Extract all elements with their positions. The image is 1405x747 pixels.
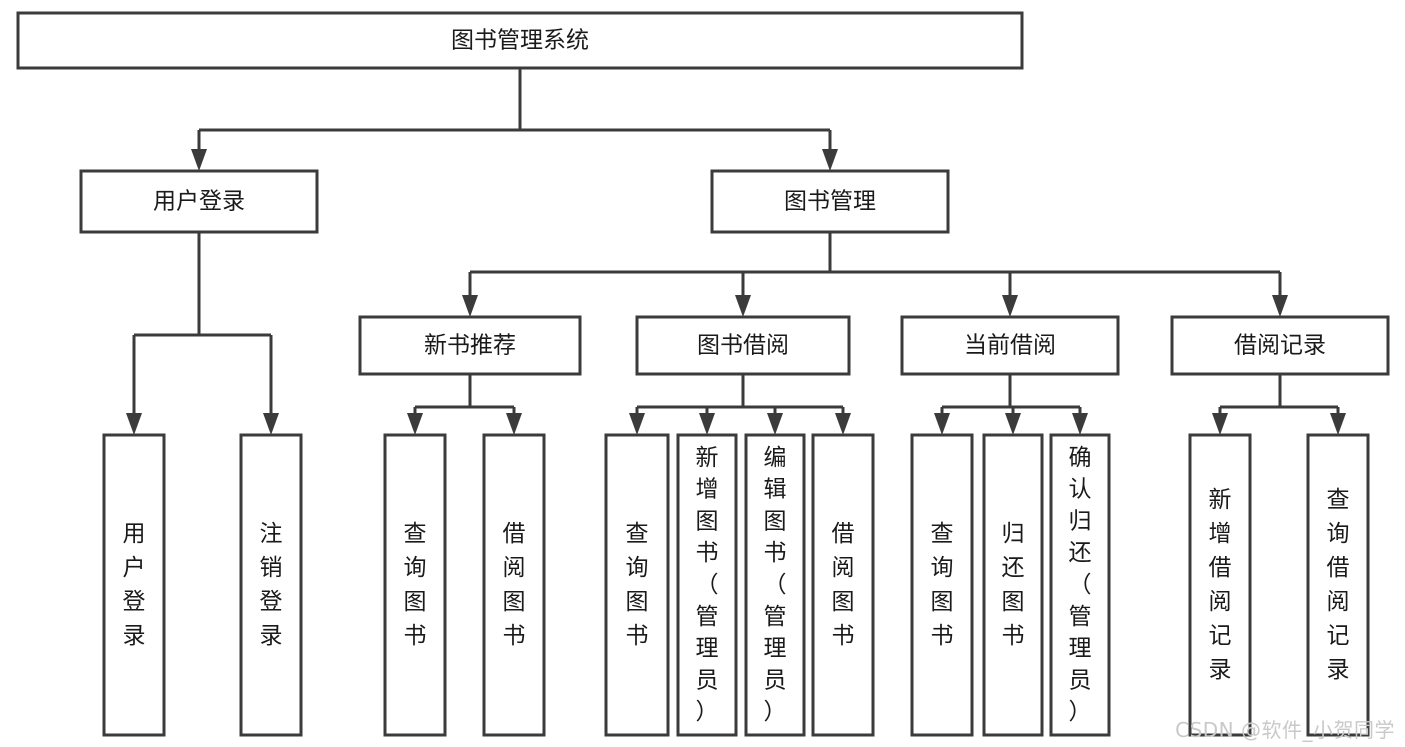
node-box[interactable] — [710, 169, 950, 234]
node-layer: 图书管理系统用户登录图书管理新书推荐图书借阅当前借阅借阅记录用户登录注销登录查询… — [16, 11, 1390, 737]
arrow-head-icon — [767, 413, 783, 435]
node-label: 编辑图书（管理员） — [764, 445, 787, 725]
connector-layer — [126, 68, 1346, 435]
node-login[interactable]: 用户登录 — [79, 169, 319, 234]
node-label: 新书推荐 — [424, 333, 516, 359]
arrow-head-icon — [835, 413, 851, 435]
node-leaf-current-return[interactable]: 归还图书 — [982, 433, 1044, 737]
node-box[interactable] — [1188, 433, 1252, 737]
node-borrow[interactable]: 图书借阅 — [635, 315, 851, 376]
node-label: 图书管理 — [784, 189, 876, 215]
node-label: 当前借阅 — [964, 333, 1056, 359]
node-leaf-records-query[interactable]: 查询借阅记录 — [1306, 433, 1370, 737]
arrow-head-icon — [1212, 413, 1228, 435]
node-label: 查询图书 — [404, 521, 427, 649]
node-box[interactable] — [744, 433, 806, 737]
connector-group-root-children — [191, 68, 838, 171]
node-box[interactable] — [676, 433, 738, 737]
connector-group-newbook-children — [407, 374, 522, 435]
node-leaf-user-login[interactable]: 用户登录 — [102, 433, 166, 737]
node-label: 新增图书（管理员） — [696, 445, 719, 725]
node-leaf-borrow-add[interactable]: 新增图书（管理员） — [676, 433, 738, 737]
node-box[interactable] — [910, 433, 974, 737]
arrow-head-icon — [1330, 413, 1346, 435]
node-box[interactable] — [383, 433, 447, 737]
node-leaf-user-logout[interactable]: 注销登录 — [239, 433, 303, 737]
connector-group-bookmgmt-children — [462, 232, 1288, 317]
node-leaf-current-confirm[interactable]: 确认归还（管理员） — [1049, 433, 1111, 737]
node-box[interactable] — [16, 11, 1024, 70]
arrow-head-icon — [126, 413, 142, 435]
arrow-head-icon — [1072, 413, 1088, 435]
node-current[interactable]: 当前借阅 — [900, 315, 1120, 376]
node-records[interactable]: 借阅记录 — [1170, 315, 1390, 376]
node-box[interactable] — [900, 315, 1120, 376]
node-label: 查询图书 — [931, 521, 954, 649]
node-box[interactable] — [635, 315, 851, 376]
arrow-head-icon — [629, 413, 645, 435]
node-bookmgmt[interactable]: 图书管理 — [710, 169, 950, 234]
arrow-head-icon — [735, 295, 751, 317]
node-label: 新增借阅记录 — [1209, 487, 1232, 683]
node-label: 用户登录 — [153, 189, 245, 215]
node-label: 借阅图书 — [832, 521, 855, 649]
node-label: 图书管理系统 — [451, 28, 589, 54]
node-box[interactable] — [1049, 433, 1111, 737]
node-leaf-records-add[interactable]: 新增借阅记录 — [1188, 433, 1252, 737]
arrow-head-icon — [699, 413, 715, 435]
node-box[interactable] — [811, 433, 875, 737]
node-leaf-borrow-lend[interactable]: 借阅图书 — [811, 433, 875, 737]
node-leaf-newbook-borrow[interactable]: 借阅图书 — [482, 433, 546, 737]
node-box[interactable] — [358, 315, 582, 376]
node-box[interactable] — [982, 433, 1044, 737]
arrow-head-icon — [1005, 413, 1021, 435]
arrow-head-icon — [1272, 295, 1288, 317]
node-label: 借阅图书 — [503, 521, 526, 649]
arrow-head-icon — [407, 413, 423, 435]
node-box[interactable] — [1306, 433, 1370, 737]
node-leaf-borrow-query[interactable]: 查询图书 — [604, 433, 670, 737]
node-label: 用户登录 — [123, 521, 146, 649]
node-box[interactable] — [102, 433, 166, 737]
node-leaf-current-query[interactable]: 查询图书 — [910, 433, 974, 737]
arrow-head-icon — [263, 413, 279, 435]
arrow-head-icon — [1002, 295, 1018, 317]
node-label: 归还图书 — [1002, 521, 1025, 649]
connector-group-login-children — [126, 232, 279, 435]
arrow-head-icon — [822, 149, 838, 171]
node-box[interactable] — [79, 169, 319, 234]
node-box[interactable] — [239, 433, 303, 737]
node-box[interactable] — [482, 433, 546, 737]
node-label: 确认归还（管理员） — [1069, 445, 1092, 725]
connector-group-borrow-children — [629, 374, 851, 435]
connector-group-current-children — [934, 374, 1088, 435]
node-label: 借阅记录 — [1234, 333, 1326, 359]
node-newbook[interactable]: 新书推荐 — [358, 315, 582, 376]
node-label: 图书借阅 — [697, 333, 789, 359]
node-label: 查询借阅记录 — [1327, 487, 1350, 683]
arrow-head-icon — [934, 413, 950, 435]
node-box[interactable] — [1170, 315, 1390, 376]
node-box[interactable] — [604, 433, 670, 737]
node-leaf-borrow-edit[interactable]: 编辑图书（管理员） — [744, 433, 806, 737]
arrow-head-icon — [191, 149, 207, 171]
node-label: 注销登录 — [260, 521, 283, 649]
node-label: 查询图书 — [626, 521, 649, 649]
node-root[interactable]: 图书管理系统 — [16, 11, 1024, 70]
connector-group-records-children — [1212, 374, 1346, 435]
arrow-head-icon — [506, 413, 522, 435]
node-leaf-newbook-query[interactable]: 查询图书 — [383, 433, 447, 737]
arrow-head-icon — [462, 295, 478, 317]
